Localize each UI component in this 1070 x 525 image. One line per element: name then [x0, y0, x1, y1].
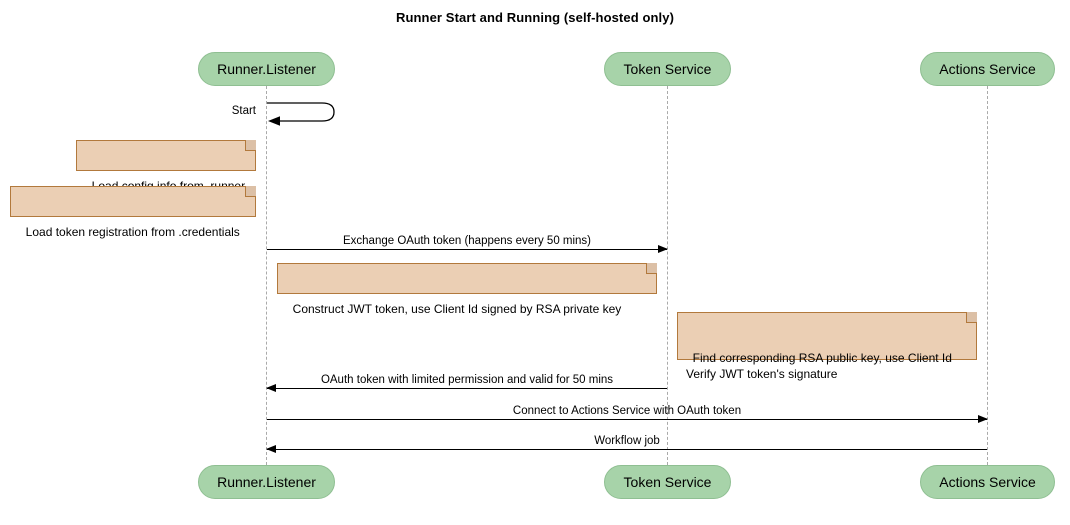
- message-exchange-oauth-token: [267, 244, 668, 253]
- note-load-token-registration-text: Load token registration from .credential…: [25, 225, 240, 239]
- message-line: [267, 249, 667, 250]
- note-fold-corner-icon: [646, 263, 657, 274]
- participant-head-token-label: Token Service: [623, 61, 712, 77]
- message-start: [266, 99, 346, 129]
- message-connect-to-actions-service-label: Connect to Actions Service with OAuth to…: [512, 405, 742, 417]
- note-verify-jwt-token-text: Find corresponding RSA public key, use C…: [686, 351, 952, 381]
- note-construct-jwt-token-text: Construct JWT token, use Client Id signe…: [292, 302, 622, 316]
- note-load-config-info: Load config info from .runner: [76, 140, 256, 193]
- arrowhead-left-icon: [266, 383, 276, 392]
- participant-head-actions-label: Actions Service: [939, 61, 1036, 77]
- lifeline-token: [667, 86, 668, 465]
- message-workflow-job-label: Workflow job: [594, 435, 660, 447]
- message-workflow-job: [266, 444, 987, 453]
- note-construct-jwt-token: Construct JWT token, use Client Id signe…: [277, 263, 657, 316]
- participant-head-runner-label: Runner.Listener: [217, 61, 316, 77]
- note-fold-corner-icon: [966, 312, 977, 323]
- note-fold-corner-icon: [245, 186, 256, 197]
- arrowhead-left-icon: [266, 444, 276, 453]
- participant-foot-actions-label: Actions Service: [939, 474, 1036, 490]
- participant-foot-runner-label: Runner.Listener: [217, 474, 316, 490]
- message-line: [267, 419, 987, 420]
- participant-foot-token-label: Token Service: [623, 474, 712, 490]
- message-oauth-token-response-label: OAuth token with limited permission and …: [320, 374, 614, 386]
- message-line: [267, 449, 987, 450]
- participant-foot-token[interactable]: Token Service: [604, 465, 731, 499]
- participant-head-actions[interactable]: Actions Service: [920, 52, 1055, 86]
- note-load-token-registration: Load token registration from .credential…: [10, 186, 256, 239]
- lifeline-actions: [987, 86, 988, 465]
- lifeline-runner: [266, 86, 267, 465]
- note-fold-corner-icon: [245, 140, 256, 151]
- note-verify-jwt-token: Find corresponding RSA public key, use C…: [677, 312, 977, 381]
- participant-head-runner[interactable]: Runner.Listener: [198, 52, 335, 86]
- message-connect-to-actions-service: [267, 414, 988, 423]
- message-oauth-token-response: [266, 383, 667, 392]
- participant-foot-runner[interactable]: Runner.Listener: [198, 465, 335, 499]
- participant-foot-actions[interactable]: Actions Service: [920, 465, 1055, 499]
- participant-head-token[interactable]: Token Service: [604, 52, 731, 86]
- arrowhead-right-icon: [978, 414, 988, 423]
- self-loop-arrow-icon: [267, 102, 335, 126]
- message-line: [267, 388, 667, 389]
- arrowhead-right-icon: [658, 244, 668, 253]
- message-exchange-oauth-token-label: Exchange OAuth token (happens every 50 m…: [342, 235, 592, 247]
- page-title: Runner Start and Running (self-hosted on…: [395, 10, 675, 25]
- message-start-label: Start: [231, 105, 256, 117]
